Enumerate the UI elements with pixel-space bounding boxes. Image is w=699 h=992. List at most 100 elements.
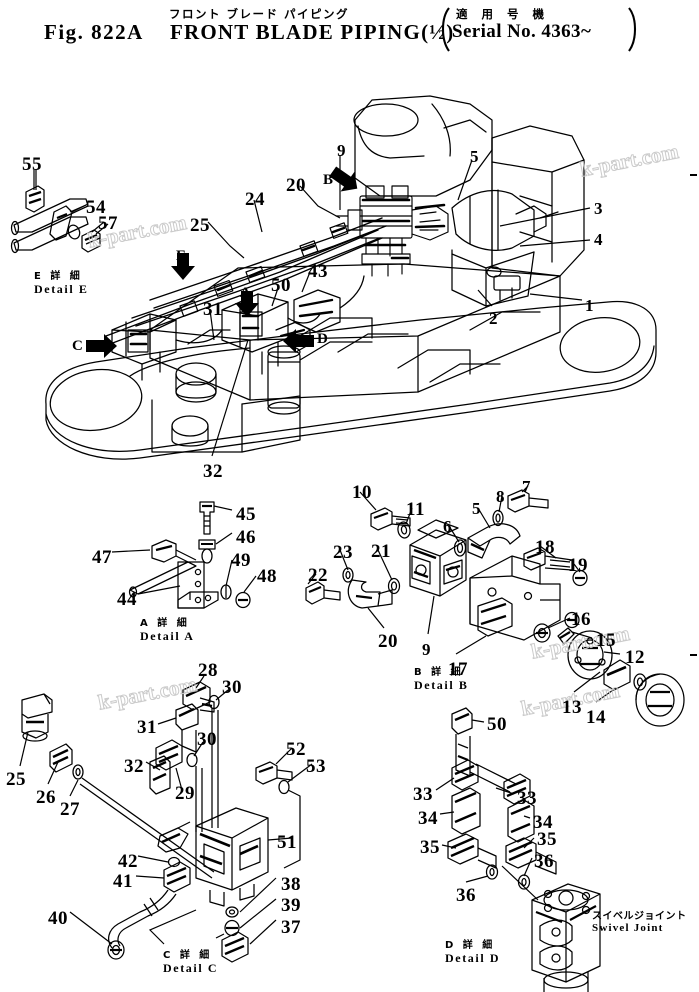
section-arrow-c-icon: [86, 334, 117, 358]
callout-number: 33: [517, 788, 537, 809]
detail-caption-kana: B 詳 細: [414, 667, 464, 678]
callout-number: 2: [489, 309, 498, 328]
callout-number: 35: [420, 837, 440, 858]
callout-number: 11: [406, 499, 425, 520]
diagram-header: Fig. 822A フロント ブレード パイピング FRONT BLADE PI…: [0, 0, 699, 60]
callout-number: 46: [236, 527, 256, 548]
detail-caption-label: Detail C: [163, 960, 219, 975]
callout-number: 32: [124, 756, 144, 777]
callout-number: 55: [22, 154, 42, 175]
callout-number: 23: [333, 542, 353, 563]
callout-number: 28: [198, 660, 218, 681]
title-text: FRONT BLADE PIPING: [170, 20, 422, 44]
section-letter-d: D: [317, 331, 328, 347]
callout-number: 31: [137, 717, 157, 738]
detail-caption-label: Detail B: [414, 677, 469, 692]
callout-number: 45: [236, 504, 256, 525]
callout-number: 51: [277, 832, 297, 853]
callout-number: 53: [306, 756, 326, 777]
detail-caption-kana: C 詳 細: [163, 950, 213, 961]
kana-serial-label: 適 用 号 機: [456, 7, 550, 21]
page-title: FRONT BLADE PIPING(½): [170, 20, 454, 45]
callout-number: 12: [625, 647, 645, 668]
callout-number: 18: [535, 537, 555, 558]
detail-caption-label: Detail E: [34, 281, 89, 296]
callout-number: 36: [456, 885, 476, 906]
callout-number: 52: [286, 739, 306, 760]
callout-number: 42: [118, 851, 138, 872]
detail-caption-kana: A 詳 細: [140, 618, 190, 629]
callout-number: 26: [36, 787, 56, 808]
callout-number: 44: [117, 589, 137, 610]
callout-number: 43: [308, 261, 328, 282]
callout-number: 38: [281, 874, 301, 895]
callout-number: 20: [378, 631, 398, 652]
figure-number: Fig. 822A: [44, 20, 144, 44]
callout-number: 9: [422, 640, 431, 659]
swivel-joint-label: Swivel Joint: [592, 922, 664, 934]
callout-number: 41: [113, 871, 133, 892]
callout-number: 32: [203, 461, 223, 482]
section-arrow-d-icon: [283, 329, 314, 353]
callout-number: 3: [594, 199, 603, 218]
callout-number: 34: [533, 812, 553, 833]
callout-number: 9: [337, 141, 346, 160]
callout-number: 17: [448, 659, 468, 680]
callout-number: 15: [596, 630, 616, 651]
callout-number: 47: [92, 547, 112, 568]
callout-number: 37: [281, 917, 301, 938]
callout-number: 21: [371, 541, 391, 562]
callout-number: 5: [470, 147, 479, 166]
serial-number: Serial No. 4363~: [452, 21, 592, 42]
callout-number: 31: [203, 299, 223, 320]
swivel-joint-caption: スイベルジョイント Swivel Joint: [592, 911, 687, 934]
callout-number: 40: [48, 908, 68, 929]
callout-number: 10: [352, 482, 372, 503]
callout-number: 30: [197, 729, 217, 750]
callout-number: 7: [522, 477, 531, 496]
callout-number: 1: [585, 296, 594, 315]
section-letter-a: A: [240, 285, 251, 301]
section-letter-b: B: [323, 172, 334, 188]
callout-number: 5: [472, 499, 481, 518]
edge-tick-icon: [690, 174, 697, 656]
callout-number: 49: [231, 550, 251, 571]
callout-number: 57: [98, 213, 118, 234]
callout-number: 25: [6, 769, 26, 790]
callout-number: 24: [245, 189, 265, 210]
kana-title: フロント ブレード パイピング: [169, 7, 350, 21]
watermark: k-part.com: [578, 138, 681, 182]
section-letter-e: E: [176, 248, 187, 264]
callout-number: 54: [86, 197, 106, 218]
callout-number: 22: [308, 565, 328, 586]
callout-number: 36: [534, 851, 554, 872]
callout-number: 29: [175, 783, 195, 804]
callout-number: 33: [413, 784, 433, 805]
callout-number: 30: [222, 677, 242, 698]
detail-caption-label: Detail D: [445, 950, 501, 965]
callout-number: 20: [286, 175, 306, 196]
callout-number: 16: [571, 609, 591, 630]
section-letter-c: C: [72, 338, 83, 354]
callout-number: 35: [537, 829, 557, 850]
detail-caption-kana: E 詳 細: [34, 271, 83, 282]
callout-number: 13: [562, 697, 582, 718]
callout-number: 50: [271, 275, 291, 296]
detail-caption-kana: D 詳 細: [445, 940, 496, 951]
callout-number: 34: [418, 808, 438, 829]
callout-number: 25: [190, 215, 210, 236]
title-scale: (½): [421, 20, 455, 44]
